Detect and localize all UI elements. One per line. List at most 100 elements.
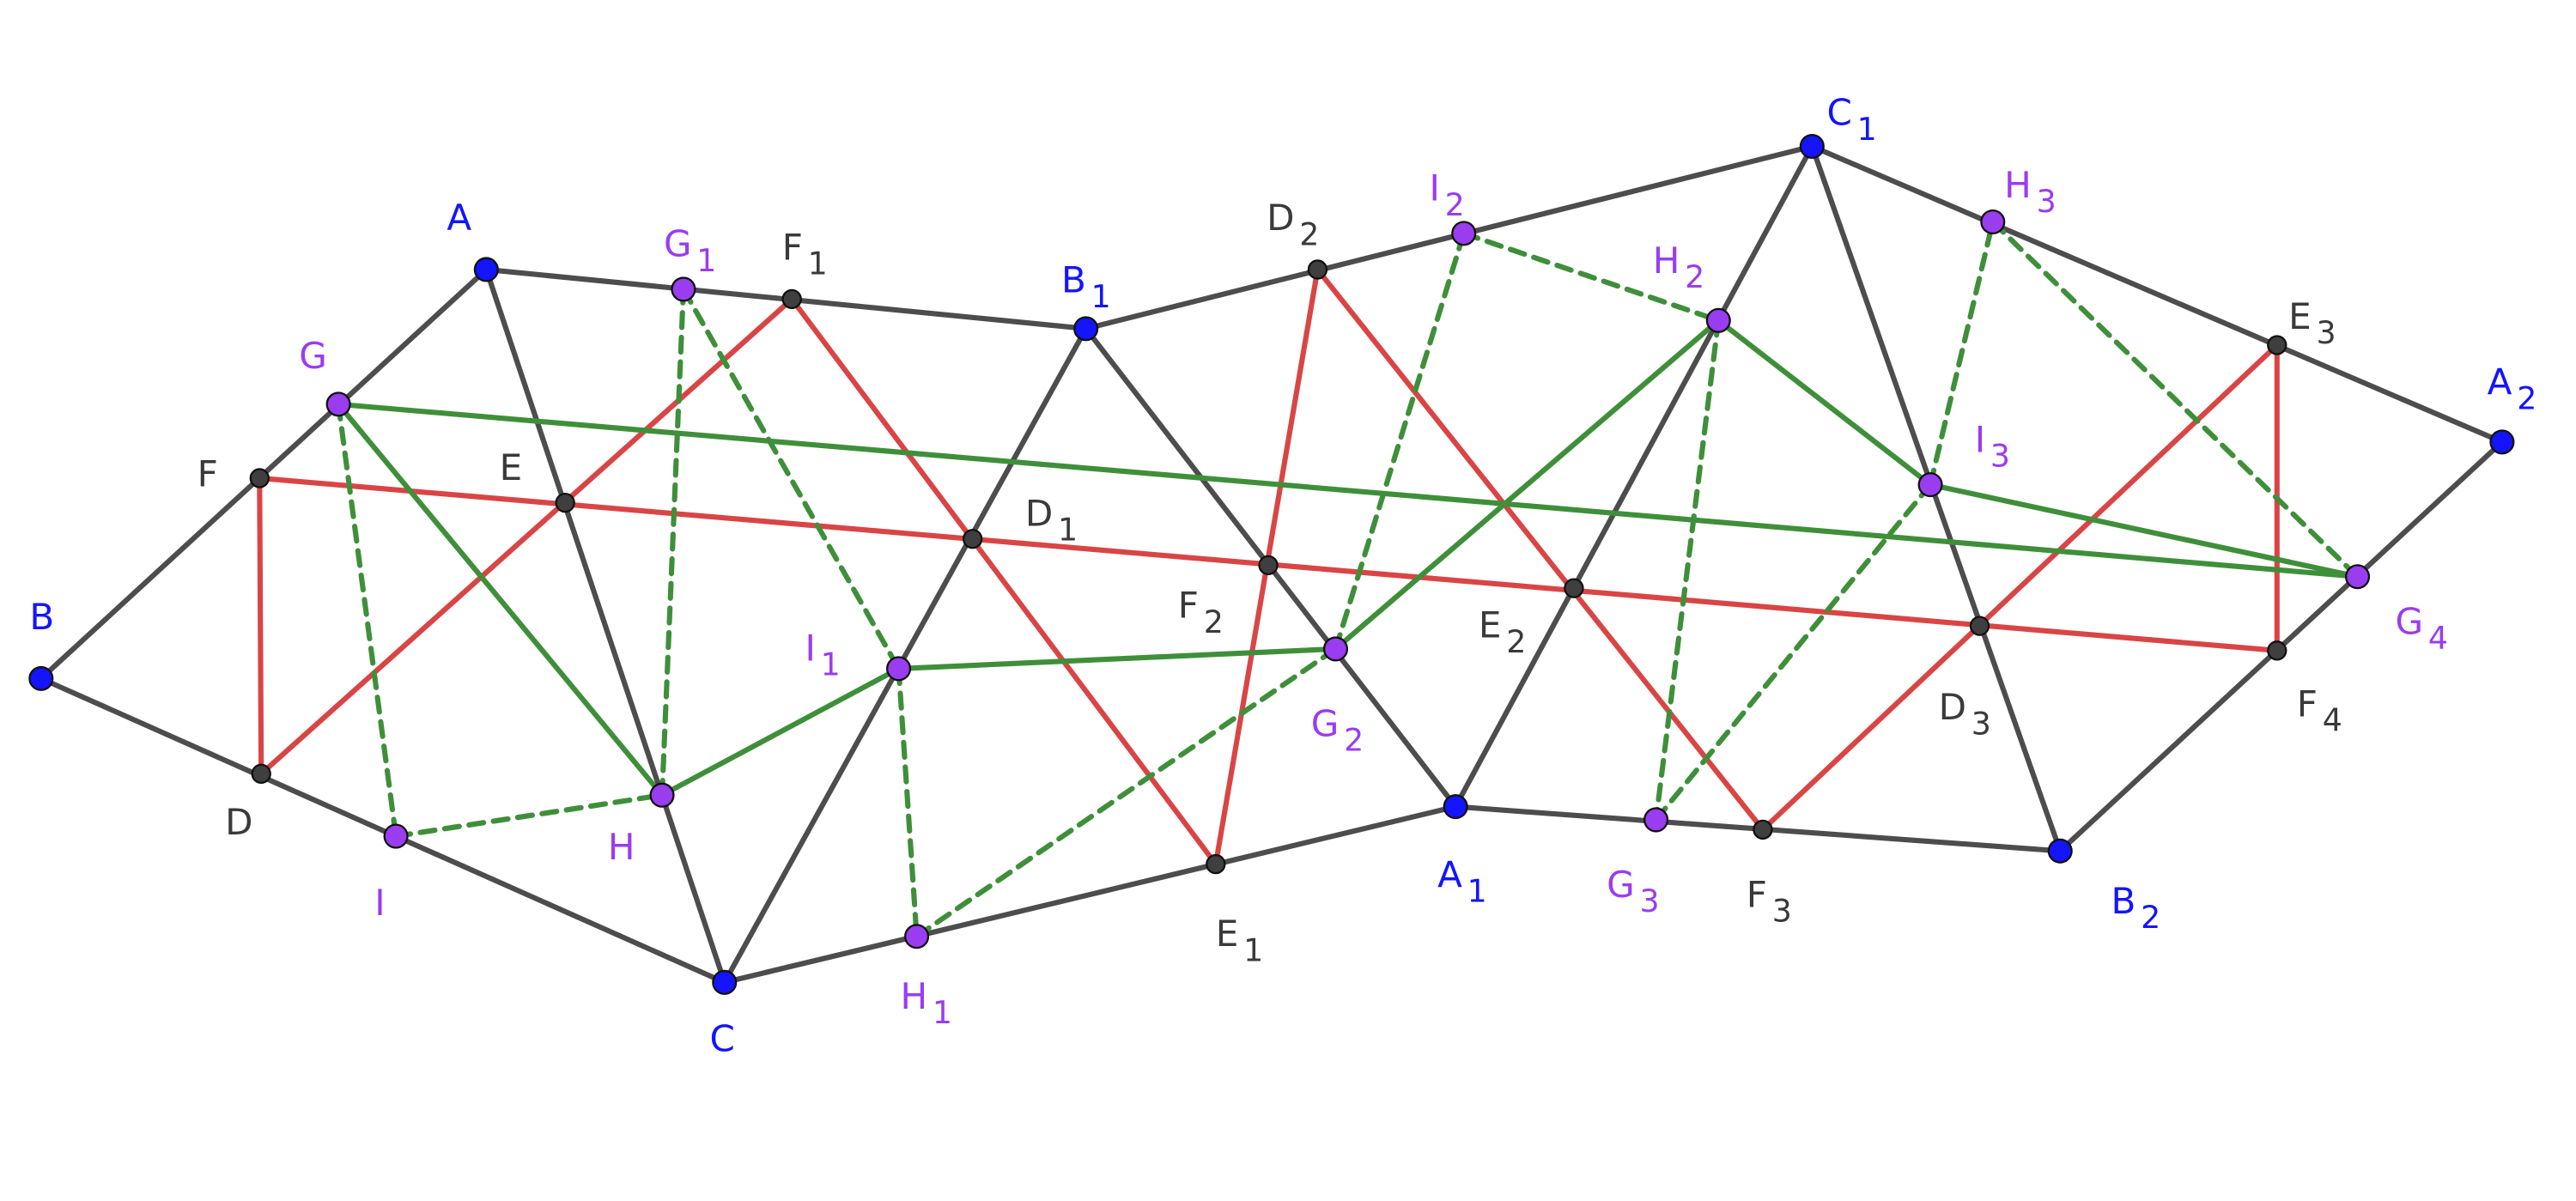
label-A: A — [447, 197, 471, 239]
point-I3[interactable] — [1917, 472, 1943, 498]
point-G[interactable] — [325, 391, 351, 417]
point-H2[interactable] — [1705, 307, 1731, 333]
point-D[interactable] — [251, 763, 271, 785]
label-B: B — [29, 596, 54, 638]
black-segment-A1-C1[interactable] — [1453, 143, 1815, 810]
point-A[interactable] — [473, 257, 499, 282]
point-B1[interactable] — [1073, 316, 1099, 342]
green-segment-G2-H2[interactable] — [1333, 318, 1722, 652]
label-E: E — [500, 446, 523, 488]
point-G3[interactable] — [1643, 807, 1669, 833]
green-segment-G-G4[interactable] — [336, 401, 2360, 579]
black-segment-B1-C1[interactable] — [1083, 143, 1815, 331]
point-E3[interactable] — [2267, 335, 2287, 355]
point-F3[interactable] — [1753, 819, 1773, 840]
green-segment-I3-G4[interactable] — [1928, 482, 2360, 579]
point-A1[interactable] — [1443, 794, 1468, 820]
red-segment-D-F1[interactable] — [258, 296, 795, 777]
black-segment-A-C[interactable] — [483, 266, 727, 986]
green-dashed-segment-H2-G3[interactable] — [1653, 318, 1722, 822]
point-H3[interactable] — [1980, 209, 2006, 235]
green-dashed-segment-H1-G2[interactable] — [914, 646, 1339, 939]
point-D3[interactable] — [1969, 616, 1990, 636]
point-B[interactable] — [28, 665, 54, 691]
label-G: G — [299, 335, 327, 377]
green-dashed-segment-H3-G4[interactable] — [1990, 219, 2360, 579]
point-E1[interactable] — [1206, 853, 1226, 875]
green-dashed-segment-G3-I3[interactable] — [1653, 482, 1934, 822]
point-G2[interactable] — [1322, 636, 1349, 662]
point-F1[interactable] — [781, 288, 802, 310]
point-B2[interactable] — [2047, 838, 2073, 864]
point-F[interactable] — [249, 468, 270, 488]
point-I1[interactable] — [886, 656, 912, 682]
red-segment-F1-E1[interactable] — [789, 296, 1218, 867]
points-layer — [28, 133, 2515, 995]
green-dashed-segment-I-H[interactable] — [393, 792, 665, 840]
green-dashed-segment-H-G1[interactable] — [659, 286, 686, 798]
green-dashed-segment-I3-H3[interactable] — [1928, 219, 1996, 488]
green-segment-G-H[interactable] — [336, 401, 665, 798]
green-segment-H-I1[interactable] — [659, 665, 902, 798]
red-segment-D2-F3[interactable] — [1315, 266, 1765, 833]
label-D: D — [225, 801, 252, 843]
point-F4[interactable] — [2267, 640, 2287, 661]
point-D1[interactable] — [962, 529, 983, 549]
point-D2[interactable] — [1307, 259, 1328, 280]
point-I[interactable] — [383, 823, 409, 849]
black-segment-B1-C[interactable] — [721, 325, 1089, 986]
black-segment-C1-B2[interactable] — [1809, 143, 2063, 854]
point-H[interactable] — [649, 782, 675, 808]
green-dashed-segment-I1-H1[interactable] — [896, 665, 920, 939]
green-segment-I1-G2[interactable] — [896, 646, 1339, 671]
point-H1[interactable] — [904, 924, 930, 949]
label-C: C — [710, 1018, 735, 1060]
green-dashed-segment-G2-I2[interactable] — [1333, 230, 1467, 652]
point-F2[interactable] — [1258, 555, 1279, 576]
green-dashed-segment-G-I[interactable] — [336, 401, 399, 840]
point-G4[interactable] — [2344, 564, 2371, 590]
red-segment-F3-E3[interactable] — [1759, 342, 2280, 833]
red-segment-F-D[interactable] — [257, 475, 264, 777]
point-G1[interactable] — [671, 276, 696, 302]
green-segment-H2-I3[interactable] — [1716, 318, 1934, 488]
green-dashed-segment-I2-H2[interactable] — [1461, 230, 1722, 324]
point-C[interactable] — [712, 969, 738, 995]
black-segment-C-A1[interactable] — [721, 804, 1459, 986]
point-I2[interactable] — [1451, 221, 1477, 246]
point-E[interactable] — [555, 492, 575, 513]
point-C1[interactable] — [1799, 133, 1825, 160]
black-segment-B-C[interactable] — [38, 676, 727, 986]
black-segment-C1-A2[interactable] — [1809, 143, 2505, 445]
point-E2[interactable] — [1564, 578, 1584, 598]
label-H: H — [608, 826, 635, 868]
point-A2[interactable] — [2489, 429, 2515, 455]
green-dashed-segment-G1-I1[interactable] — [680, 286, 902, 671]
